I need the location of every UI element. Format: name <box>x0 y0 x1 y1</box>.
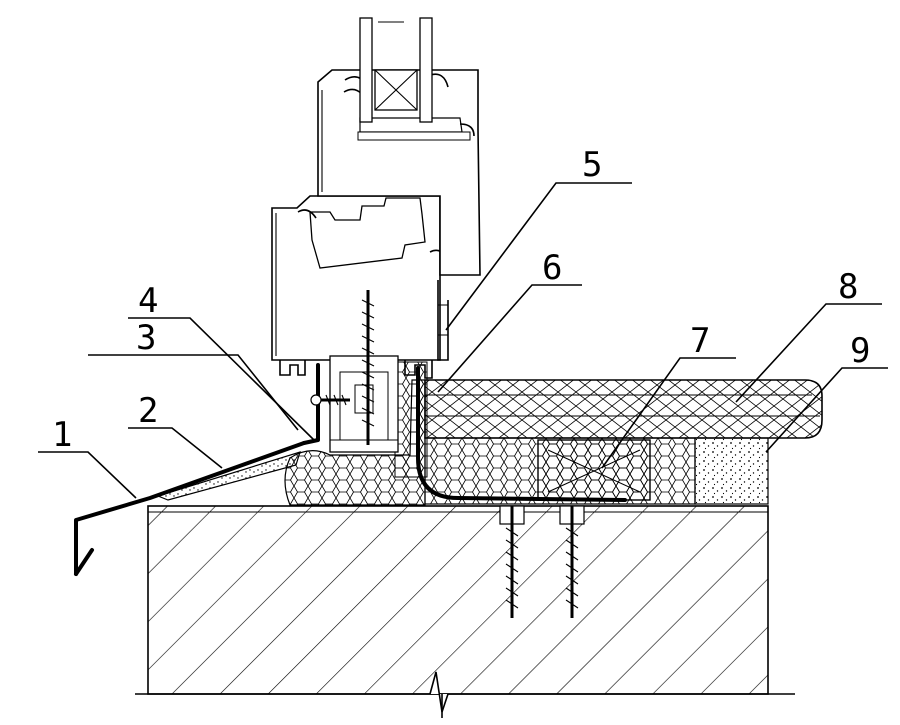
callout-8: 8 <box>838 267 858 307</box>
callout-2: 2 <box>138 391 158 431</box>
insulating-foam <box>284 361 696 506</box>
leader-lines <box>38 182 888 499</box>
window-frame-profile <box>271 17 481 453</box>
callout-9: 9 <box>850 331 870 371</box>
frame-screw <box>310 290 375 445</box>
window-board <box>424 379 823 439</box>
callout-7: 7 <box>690 321 710 361</box>
callout-4: 4 <box>138 281 158 321</box>
waterproof-membrane <box>302 363 320 445</box>
anchor-screws <box>499 505 585 618</box>
mortar-bed <box>694 437 769 505</box>
sealant-wedge <box>156 451 301 501</box>
external-sill-flashing <box>74 441 306 576</box>
vapor-barrier-tape <box>416 366 627 502</box>
callout-labels: 1 2 3 4 5 6 7 8 9 <box>52 145 870 455</box>
callout-3: 3 <box>136 318 156 358</box>
callout-5: 5 <box>582 145 602 185</box>
callout-6: 6 <box>542 248 562 288</box>
callout-1: 1 <box>52 415 72 455</box>
concrete-wall <box>135 505 795 718</box>
